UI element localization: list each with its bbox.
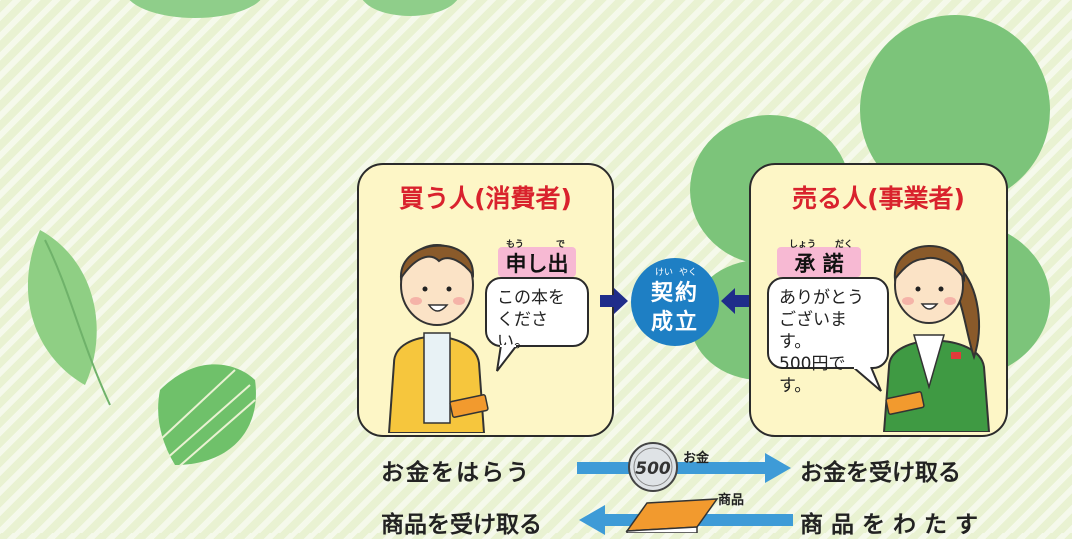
arrow-right-icon — [600, 288, 628, 314]
contract-circle: けい やく 契約 成立 — [631, 258, 719, 346]
contract-line-1: 契約 — [650, 281, 699, 306]
arrow-left-icon — [721, 288, 749, 314]
request-ruby-2: で — [556, 240, 566, 250]
seller-title: 売る人(事業者) — [792, 184, 965, 213]
contract-ruby-1: けい — [655, 268, 674, 278]
top-leaf-shapes — [129, 0, 458, 18]
coin-value: 500 — [635, 459, 671, 479]
boy-illustration-icon — [387, 244, 489, 433]
buyer-title: 買う人(消費者) — [399, 184, 572, 213]
buyer-speech-line-1: この本を — [497, 288, 565, 308]
seller-speech-line-1: ありがとう — [779, 288, 864, 308]
striped-leaf-icon — [158, 364, 256, 471]
request-ruby-1: もう — [506, 240, 524, 250]
acceptance-tag: しょう だく 承 諾 — [777, 240, 861, 277]
request-label: 申し出 — [505, 252, 569, 276]
seller-bubble-tail-icon — [852, 367, 882, 392]
seller-speech-line-3: 500円です。 — [779, 354, 846, 396]
acceptance-label: 承 諾 — [794, 252, 844, 276]
buyer-speech-bubble: この本を ください。 — [485, 277, 589, 352]
receive-money-text: お金を受け取る — [800, 460, 961, 486]
receive-goods-text: 商品を受け取る — [381, 512, 542, 538]
pay-money-text: お金をはらう — [381, 460, 531, 486]
acceptance-ruby-2: だく — [835, 240, 854, 250]
contract-ruby-2: やく — [679, 268, 698, 278]
seller-panel: 売る人(事業者) しょう だく 承 諾 ありがとう ございます。 500円です。 — [749, 163, 1008, 437]
give-goods-text: 商 品 を わ た す — [800, 512, 979, 538]
coin-icon: 500 — [628, 442, 678, 492]
goods-label: 商品 — [718, 493, 745, 508]
request-tag: もう で 申し出 — [498, 240, 576, 277]
acceptance-ruby-1: しょう — [789, 240, 817, 250]
money-label: お金 — [683, 451, 710, 466]
buyer-panel: 買う人(消費者) もう で 申し出 この本を ください。 — [357, 163, 614, 437]
contract-line-2: 成立 — [650, 310, 699, 335]
book-icon — [625, 498, 719, 533]
seller-speech-line-2: ございます。 — [779, 310, 847, 352]
seller-speech-bubble: ありがとう ございます。 500円です。 — [767, 277, 889, 396]
buyer-bubble-tail-icon — [496, 345, 518, 372]
leaf-icon — [27, 230, 111, 406]
clerk-illustration-icon — [882, 245, 991, 432]
